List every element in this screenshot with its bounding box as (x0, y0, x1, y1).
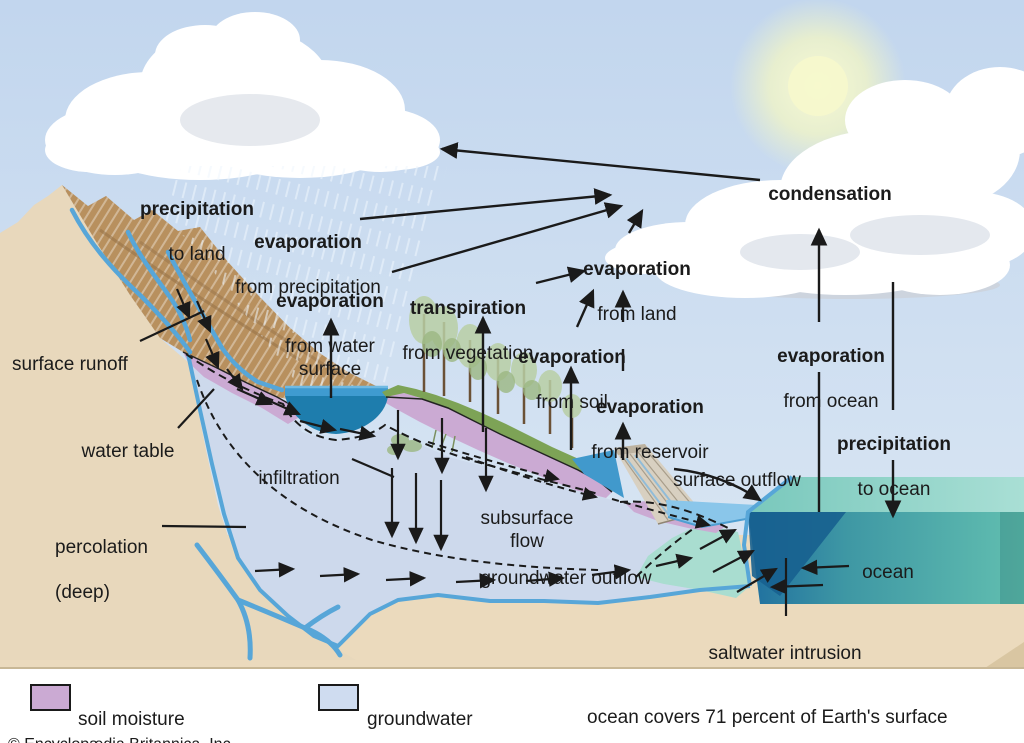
mountain-face (0, 185, 356, 660)
footer-band (0, 642, 1024, 743)
label-precipitation-to-ocean: precipitation to ocean (836, 433, 952, 501)
legend-label-groundwater: groundwater (367, 708, 473, 730)
label-water-table: water table (81, 440, 175, 462)
label-surface-runoff: surface runoff (12, 353, 128, 375)
reservoir (572, 450, 624, 498)
mountain-rivers (69, 207, 285, 393)
label-precipitation-to-land: precipitation to land (139, 198, 255, 266)
legend-swatch-groundwater (318, 684, 359, 711)
ocean-fact-text: ocean covers 71 percent of Earth's surfa… (587, 706, 948, 728)
copyright-text: © Encyclopædia Britannica, Inc. (8, 716, 235, 743)
groundwater-boundary (186, 353, 751, 648)
label-evaporation-from-soil: evaporation from soil (518, 346, 626, 414)
legend-label-soil-moisture: soil moisture (78, 708, 185, 730)
label-surface-outflow: surface outflow (673, 469, 801, 491)
label-evaporation-from-precipitation: evaporation from precipitation (235, 231, 381, 299)
label-saltwater-intrusion: saltwater intrusion (708, 642, 862, 664)
flow-arrows (175, 288, 850, 595)
leader-lines (139, 310, 788, 616)
label-evaporation-from-land: evaporation from land (583, 258, 691, 326)
legend-swatch-soil-moisture (30, 684, 71, 711)
percolation-channels (194, 542, 343, 661)
label-transpiration-from-vegetation: transpiration from vegetation (402, 297, 534, 365)
cycle-arrows (322, 142, 902, 519)
label-evaporation-from-water-surface: evaporation from water surface (276, 290, 384, 381)
label-percolation-deep: percolation (deep) (55, 536, 148, 604)
label-groundwater-outflow: groundwater outflow (480, 567, 652, 589)
rain-cloud (45, 12, 440, 180)
label-subsurface-flow: subsurface flow (480, 507, 574, 552)
water-table-line (185, 353, 729, 578)
label-ocean: ocean (862, 561, 914, 583)
label-infiltration: infiltration (258, 467, 340, 489)
small-cloud-wisps (652, 247, 743, 275)
label-evaporation-from-reservoir: evaporation from reservoir (591, 396, 709, 464)
rain (158, 166, 447, 392)
label-evaporation-from-ocean: evaporation from ocean (777, 345, 885, 413)
trees (387, 296, 582, 455)
label-condensation: condensation (768, 183, 892, 205)
soil-line-left (182, 351, 294, 407)
